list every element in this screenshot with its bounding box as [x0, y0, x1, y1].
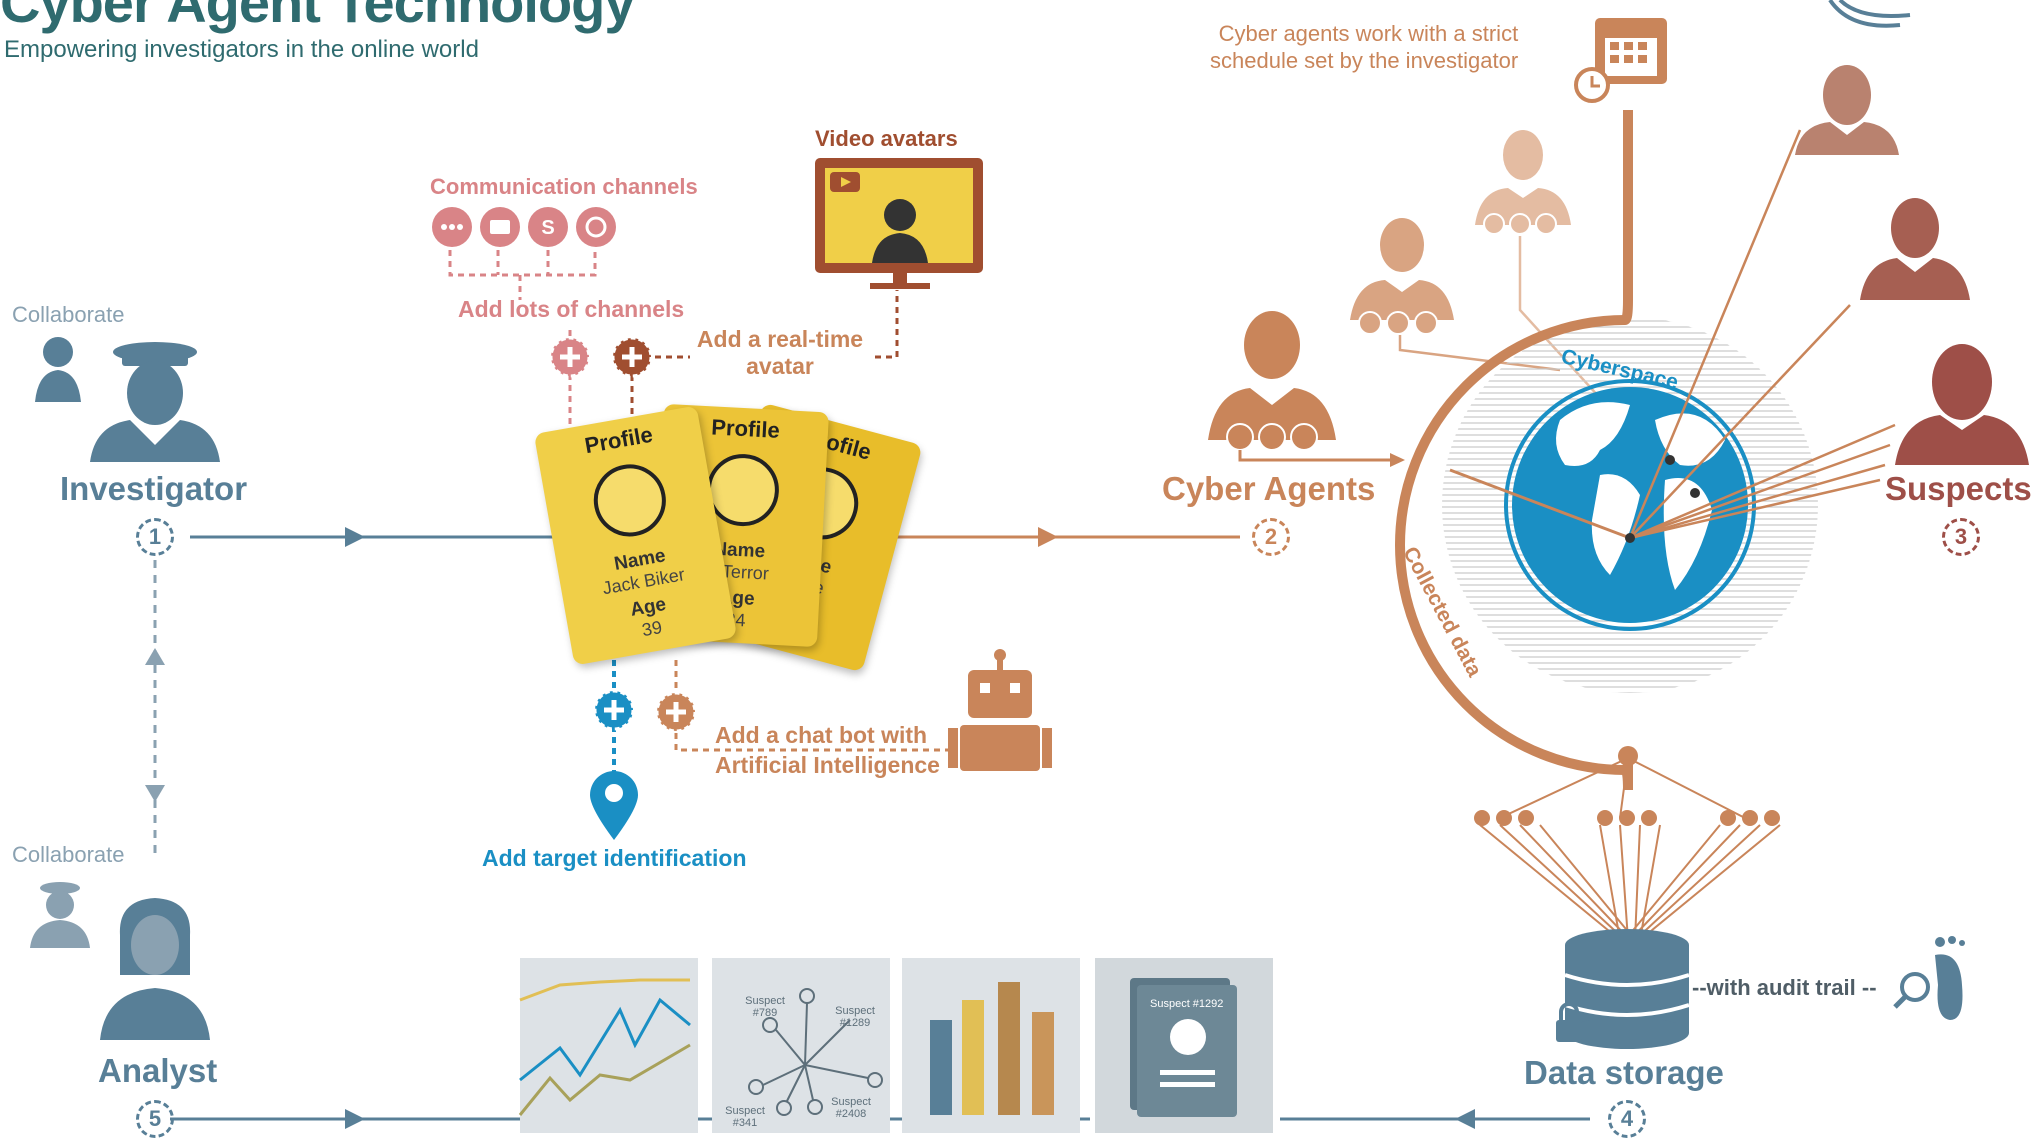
video-avatar-monitor [815, 158, 983, 289]
video-add-line1: Add a real-time [696, 326, 864, 352]
target-label: Add target identification [482, 845, 747, 871]
channels-title: Communication channels [430, 174, 698, 199]
channels-connector [448, 250, 597, 300]
agent-icon-3 [1503, 130, 1543, 180]
channel-cluster-icons [1474, 810, 1780, 826]
schedule-note: Cyber agents work with a strict schedule… [1210, 20, 1518, 74]
svg-text:S: S [541, 217, 554, 239]
network-label-2: Suspect #1289 [835, 1005, 875, 1029]
suspects-label: Suspects [1885, 470, 2032, 507]
step-3-badge: 3 [1942, 518, 1980, 556]
flow-arrow-analyst [345, 1109, 365, 1129]
analyst-collaborate-label: Collaborate [12, 842, 125, 867]
bar-chart-panel [902, 958, 1080, 1133]
investigator-icon [90, 342, 220, 462]
flow-arrow-investigator [345, 527, 365, 547]
network-label-1: Suspect #789 [745, 995, 785, 1019]
dossier-panel [1095, 958, 1273, 1133]
network-panel [712, 958, 890, 1133]
suspect-icon-1 [1823, 65, 1871, 125]
collaboration-arrow-down [145, 785, 165, 802]
schedule-note-line1: Cyber agents work with a strict [1218, 21, 1519, 46]
schedule-note-line2: schedule set by the investigator [1210, 48, 1519, 73]
video-add-line2: avatar [746, 353, 814, 379]
lock-icon [1556, 1002, 1582, 1042]
network-label-4: Suspect #2408 [831, 1096, 871, 1120]
collaborator-small-icon [35, 337, 81, 402]
avatar [588, 458, 672, 543]
cyber-agents-label: Cyber Agents [1162, 470, 1376, 507]
step-2-badge: 2 [1252, 518, 1290, 556]
logo-swoosh [1828, 0, 1911, 28]
skype-icon [528, 207, 568, 247]
page-subtitle: Empowering investigators in the online w… [4, 36, 479, 63]
avatar [705, 452, 781, 528]
analyst-label: Analyst [98, 1052, 218, 1089]
step-4-badge: 4 [1608, 1100, 1646, 1138]
location-pin-icon [590, 771, 638, 840]
dossier-label: Suspect #1292 [1150, 998, 1224, 1010]
flow-arrow-storage [1455, 1109, 1475, 1129]
cyber-agent-icon [1208, 311, 1336, 451]
whatsapp-icon [576, 207, 616, 247]
calendar-icon [1574, 18, 1667, 103]
chatbot-line1: Add a chat bot with [715, 722, 928, 748]
agent-icon-2 [1380, 218, 1424, 272]
page-title: Cyber Agent Technology [0, 0, 635, 34]
chatbot-line2: Artificial Intelligence [715, 752, 940, 778]
video-avatars-title: Video avatars [815, 126, 958, 151]
analyst-icon [100, 898, 210, 1040]
network-label-3: Suspect #341 [725, 1105, 765, 1129]
suspect-icon-2 [1891, 198, 1939, 258]
audit-trail-label: --with audit trail -- [1692, 975, 1877, 1000]
chatbot-label: Add a chat bot with Artificial Intellige… [715, 720, 940, 780]
data-storage-label: Data storage [1524, 1054, 1724, 1091]
investigator-collaborate-label: Collaborate [12, 302, 125, 327]
robot-icon [948, 649, 1052, 771]
database-icon [1564, 929, 1690, 1049]
suspect-icon-3 [1932, 344, 1992, 420]
channels-add-label: Add lots of channels [458, 296, 685, 322]
line-chart-panel [518, 958, 698, 1133]
investigator-label: Investigator [60, 470, 248, 507]
officer-small-icon [30, 882, 90, 948]
video-add-label: Add a real-time avatar [695, 326, 865, 380]
flow-arrow-agents [1038, 527, 1058, 547]
step-5-badge: 5 [136, 1100, 174, 1138]
magnifier-footprint-icon [1893, 936, 1965, 1020]
cyberspace-arc [1395, 315, 1626, 775]
collaboration-arrow-up [145, 648, 165, 665]
step-1-badge: 1 [136, 518, 174, 556]
